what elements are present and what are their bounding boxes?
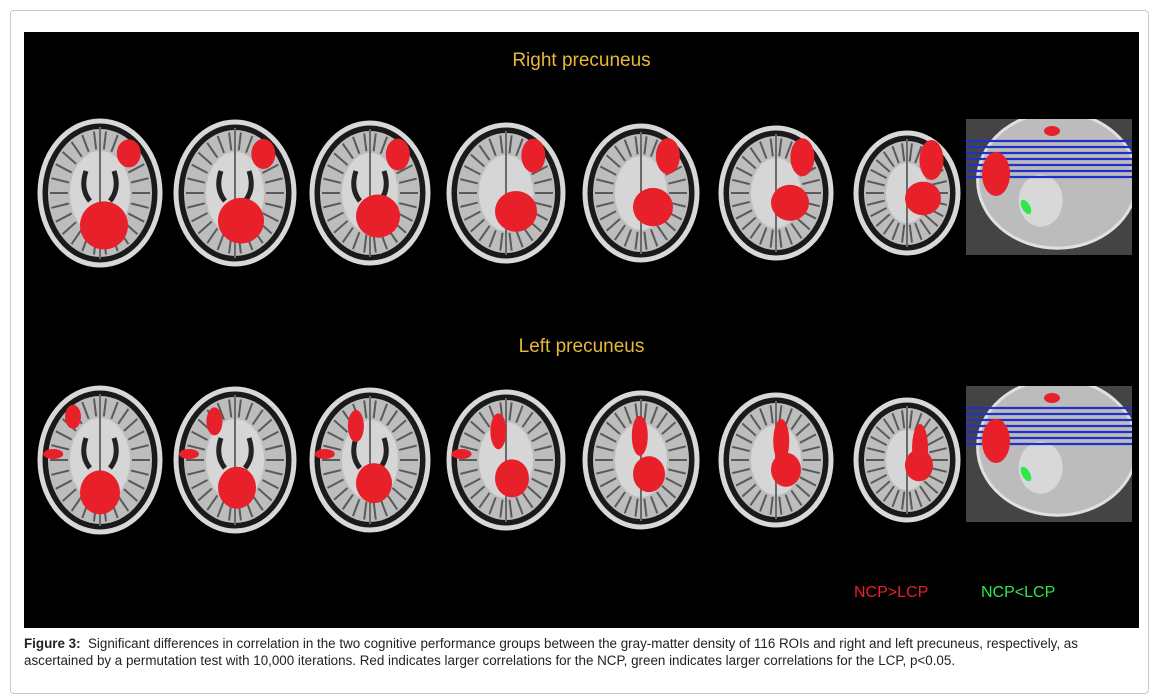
axial-slice [852, 129, 962, 262]
axial-slice [36, 117, 164, 274]
axial-slice-image [853, 397, 961, 523]
axial-slice-image [173, 386, 297, 534]
sagittal-slice-image [966, 110, 1139, 255]
axial-slice-image [582, 390, 700, 530]
axial-slice-image [173, 119, 297, 267]
axial-slice [581, 389, 701, 536]
sagittal-slice [966, 110, 1139, 260]
axial-slice-image [718, 392, 834, 528]
axial-slice [172, 118, 298, 273]
axial-slice [172, 385, 298, 540]
figure-panel: Right precuneus Left precuneus NCP>LCP N… [24, 32, 1139, 628]
axial-slice-image [582, 123, 700, 263]
caption-text: Significant differences in correlation i… [24, 636, 1078, 668]
brain-row-left [24, 377, 1139, 542]
axial-slice-image [718, 125, 834, 261]
axial-slice [717, 391, 835, 534]
figure-caption: Figure 3: Significant differences in cor… [24, 635, 1134, 669]
axial-slice-image [309, 387, 431, 533]
sagittal-slice-image [966, 377, 1139, 522]
axial-slice-image [309, 120, 431, 266]
axial-slice [308, 386, 432, 539]
axial-slice [308, 119, 432, 272]
axial-slice-image [446, 122, 566, 264]
axial-slice [445, 121, 567, 270]
axial-slice [581, 122, 701, 269]
figure-frame: Right precuneus Left precuneus NCP>LCP N… [10, 10, 1149, 694]
axial-slice [717, 124, 835, 267]
axial-slice [445, 388, 567, 537]
axial-slice-image [853, 130, 961, 256]
caption-label: Figure 3: [24, 636, 81, 651]
brain-row-right [24, 110, 1139, 275]
axial-slice-image [37, 118, 163, 268]
axial-slice-image [446, 389, 566, 531]
legend-ncp-greater: NCP>LCP [854, 584, 929, 601]
legend-ncp-less: NCP<LCP [981, 584, 1056, 601]
axial-slice [36, 384, 164, 541]
axial-slice [852, 396, 962, 529]
row-title-left-precuneus: Left precuneus [518, 336, 645, 357]
sagittal-slice [966, 377, 1139, 527]
row-title-right-precuneus: Right precuneus [512, 50, 651, 71]
axial-slice-image [37, 385, 163, 535]
